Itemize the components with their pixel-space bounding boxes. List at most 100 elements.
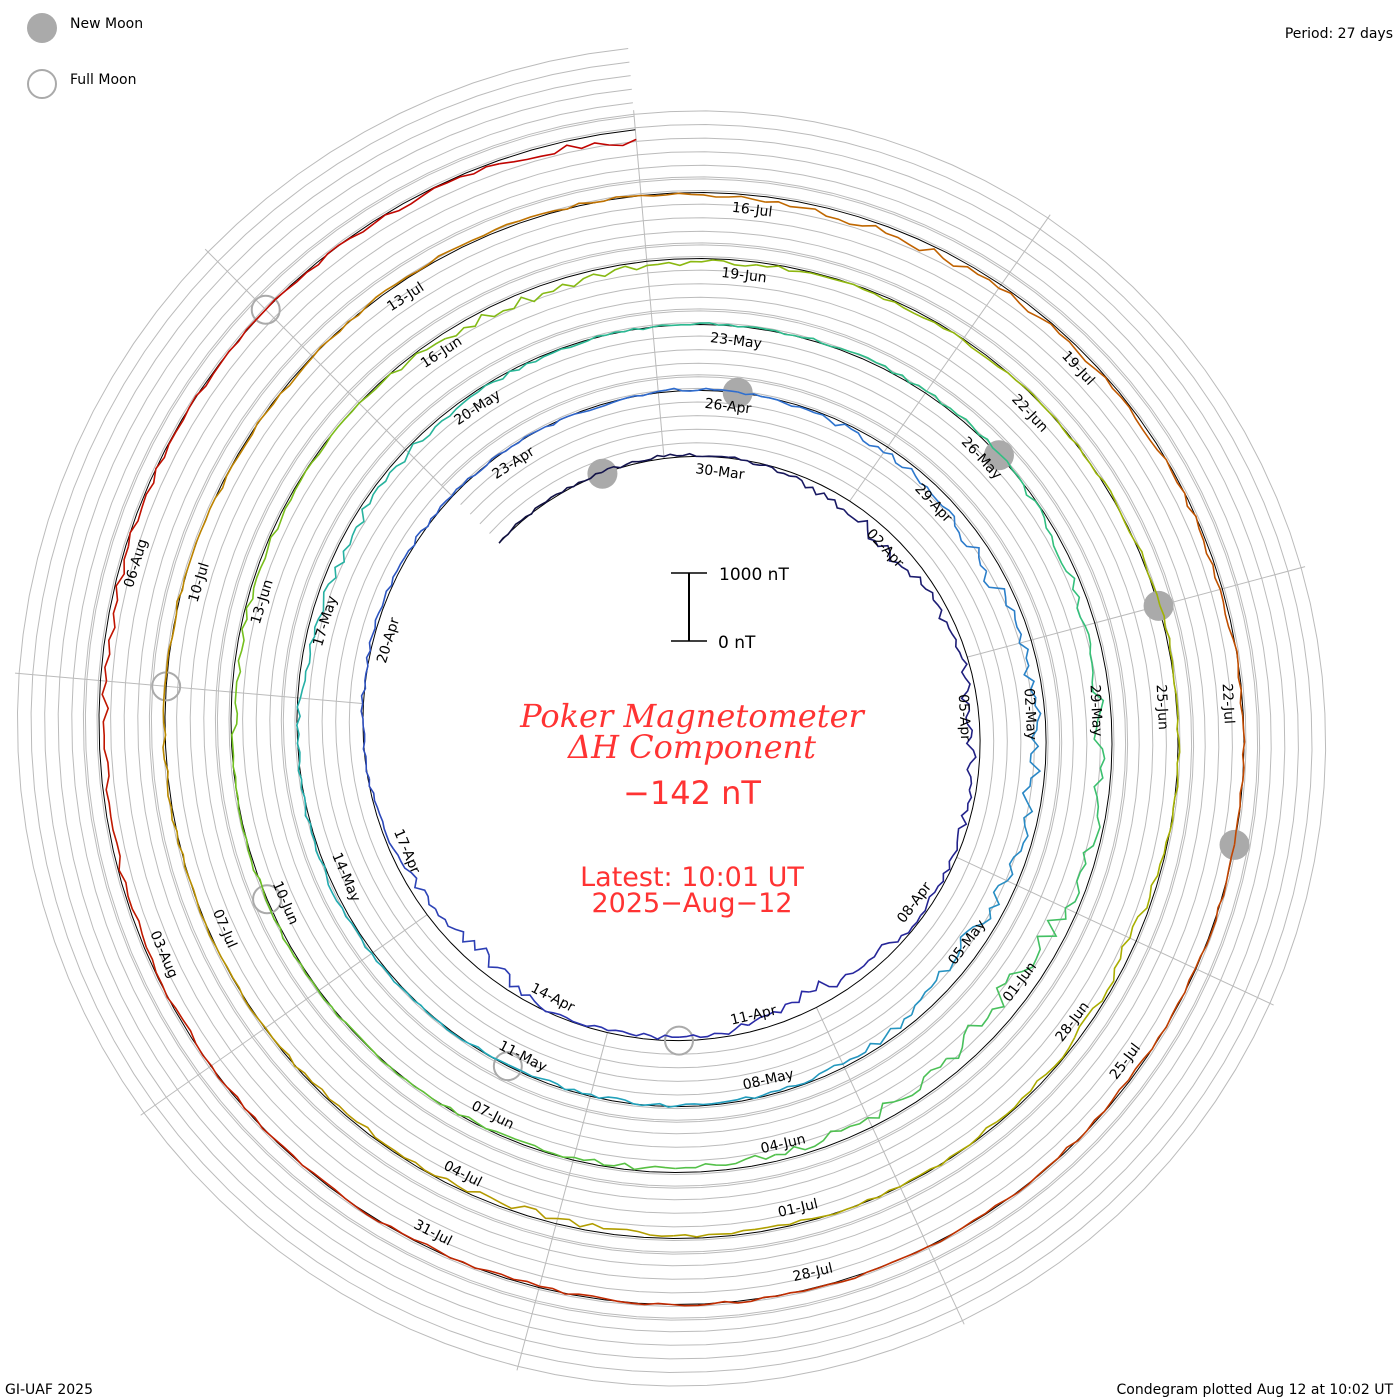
trace-segment bbox=[373, 162, 500, 225]
trace-segment bbox=[1047, 410, 1117, 502]
radial-line bbox=[15, 672, 364, 705]
trace-segment bbox=[265, 222, 375, 311]
radial-line bbox=[956, 856, 1274, 1006]
trace-segment bbox=[647, 259, 757, 267]
trace-segment bbox=[962, 338, 1049, 412]
trace-segment bbox=[926, 390, 1001, 455]
trace-segment bbox=[127, 420, 184, 547]
trace-segment bbox=[164, 566, 190, 687]
trace-segment bbox=[508, 1064, 591, 1096]
trace-segment bbox=[641, 192, 766, 203]
trace-segment bbox=[867, 1058, 947, 1119]
date-label: 28-Jul bbox=[791, 1260, 834, 1285]
trace-segment bbox=[407, 391, 479, 453]
trace-segment bbox=[965, 723, 977, 791]
trace-segment bbox=[1129, 831, 1171, 939]
trace-segment bbox=[676, 1094, 764, 1107]
trace-segment bbox=[406, 220, 519, 278]
trace-segment bbox=[737, 391, 816, 414]
trace-segment bbox=[952, 789, 973, 857]
trace-segment bbox=[601, 454, 665, 474]
current-value: −142 nT bbox=[623, 774, 761, 812]
trace-segment bbox=[312, 276, 408, 358]
trace-segment bbox=[1093, 719, 1106, 817]
trace-segment bbox=[789, 475, 844, 511]
trace-segment bbox=[235, 588, 255, 693]
full-moon-legend-icon bbox=[27, 69, 57, 99]
trace-segment bbox=[1073, 937, 1131, 1039]
trace-segment bbox=[883, 451, 943, 507]
trace-segment bbox=[946, 982, 1007, 1060]
trace-segment bbox=[573, 1156, 676, 1171]
trace-segment bbox=[868, 915, 922, 962]
date-label: 14-Apr bbox=[528, 980, 577, 1016]
trace-segment bbox=[1169, 717, 1181, 832]
trace-segment bbox=[145, 946, 213, 1067]
trace-segment bbox=[663, 452, 729, 459]
trace-segment bbox=[748, 990, 810, 1026]
trace-segment bbox=[204, 923, 267, 1029]
scale-top-label: 1000 nT bbox=[719, 565, 789, 585]
trace-segment bbox=[374, 556, 406, 629]
baseline-spiral bbox=[98, 129, 1245, 1306]
trace-segment bbox=[960, 658, 971, 725]
period-label: Period: 27 days bbox=[1285, 26, 1393, 42]
trace-segment bbox=[679, 1023, 749, 1039]
date-label: 19-Jul bbox=[1058, 348, 1097, 389]
trace-segment bbox=[237, 797, 267, 900]
date-label: 07-Jun bbox=[469, 1098, 517, 1133]
trace-segment bbox=[814, 412, 885, 454]
trace-segment bbox=[170, 807, 207, 924]
trace-segment bbox=[607, 1029, 680, 1040]
trace-segment bbox=[360, 703, 371, 780]
new-moon-marker bbox=[983, 440, 1014, 471]
trace-segment bbox=[809, 959, 870, 993]
moon-markers bbox=[151, 294, 1250, 1082]
trace-segment bbox=[999, 453, 1053, 537]
trace-segment bbox=[476, 1122, 575, 1159]
date-label: 28-Jun bbox=[1053, 999, 1093, 1045]
latest-date: 2025−Aug−12 bbox=[591, 888, 792, 919]
trace-segment bbox=[413, 1239, 540, 1288]
scale-bottom-label: 0 nT bbox=[718, 633, 756, 653]
trace-segment bbox=[445, 292, 544, 340]
new-moon-marker bbox=[587, 458, 618, 489]
trace-segment bbox=[747, 325, 841, 350]
trace-segment bbox=[294, 402, 360, 491]
radial-line bbox=[815, 1007, 965, 1325]
trace-segment bbox=[187, 454, 240, 567]
trace-segment bbox=[498, 501, 547, 544]
trace-segment bbox=[658, 387, 738, 393]
date-label: 05-Apr bbox=[955, 694, 973, 742]
date-label: 22-Jul bbox=[1219, 683, 1237, 724]
trace-segment bbox=[1170, 470, 1222, 590]
chart-title-line2: ΔH Component bbox=[566, 728, 816, 766]
data-trace bbox=[101, 138, 1246, 1307]
full-moon-marker bbox=[250, 294, 281, 325]
radial-lines bbox=[15, 110, 1306, 1371]
trace-segment bbox=[300, 788, 328, 876]
trace-segment bbox=[264, 1027, 349, 1116]
new-moon-marker bbox=[1143, 590, 1174, 621]
full-moon-marker bbox=[252, 884, 283, 915]
date-label: 08-Apr bbox=[894, 879, 935, 926]
footer-credit: GI-UAF 2025 bbox=[5, 1382, 93, 1398]
trace-segment bbox=[446, 1178, 558, 1220]
trace-segment bbox=[1233, 715, 1246, 845]
trace-segment bbox=[775, 1117, 869, 1156]
trace-segment bbox=[433, 1017, 509, 1066]
radial-line bbox=[204, 248, 453, 497]
trace-segment bbox=[843, 508, 891, 553]
trace-segment bbox=[317, 990, 391, 1068]
trace-segment bbox=[789, 1186, 901, 1226]
trace-segment bbox=[803, 1245, 929, 1292]
trace-segment bbox=[652, 322, 748, 328]
trace-segment bbox=[673, 1223, 790, 1238]
trace-segment bbox=[1114, 501, 1161, 606]
date-label: 26-Apr bbox=[704, 396, 753, 418]
trace-segment bbox=[451, 445, 513, 497]
trace-segment bbox=[557, 1217, 674, 1238]
trace-segment bbox=[756, 264, 865, 291]
date-label: 04-Jun bbox=[759, 1131, 807, 1157]
